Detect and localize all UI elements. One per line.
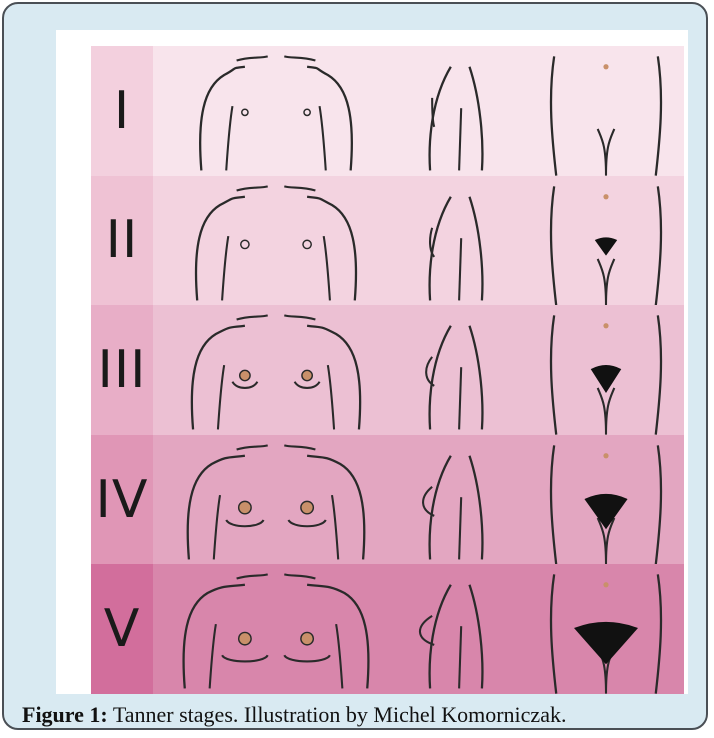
pubic-hair-illustration [531, 564, 681, 694]
front-view-illustration [161, 305, 391, 435]
front-view-illustration [161, 176, 391, 306]
side-view-illustration [391, 176, 521, 306]
side-view-illustration [391, 305, 521, 435]
stage-label: I [91, 46, 153, 176]
front-view-illustration [161, 46, 391, 176]
pubic-hair-illustration [531, 435, 681, 565]
front-view-illustration [161, 564, 391, 694]
pubic-hair-illustration [531, 46, 681, 176]
stage-label: V [91, 564, 153, 694]
side-view-illustration [391, 564, 521, 694]
stage-row: III [91, 305, 684, 435]
pubic-hair-illustration [531, 305, 681, 435]
stage-row: IV [91, 435, 684, 565]
figure-caption: Figure 1: Tanner stages. Illustration by… [22, 702, 566, 728]
stage-label: III [91, 305, 153, 435]
caption-label: Figure 1: [22, 702, 108, 727]
side-view-illustration [391, 435, 521, 565]
stage-label: IV [91, 435, 153, 565]
caption-text: Tanner stages. Illustration by Michel Ko… [108, 702, 567, 727]
stage-row: V [91, 564, 684, 694]
front-view-illustration [161, 435, 391, 565]
stage-label: II [91, 176, 153, 306]
pubic-hair-illustration [531, 176, 681, 306]
side-view-illustration [391, 46, 521, 176]
stage-row: I [91, 46, 684, 176]
stage-row: II [91, 176, 684, 306]
